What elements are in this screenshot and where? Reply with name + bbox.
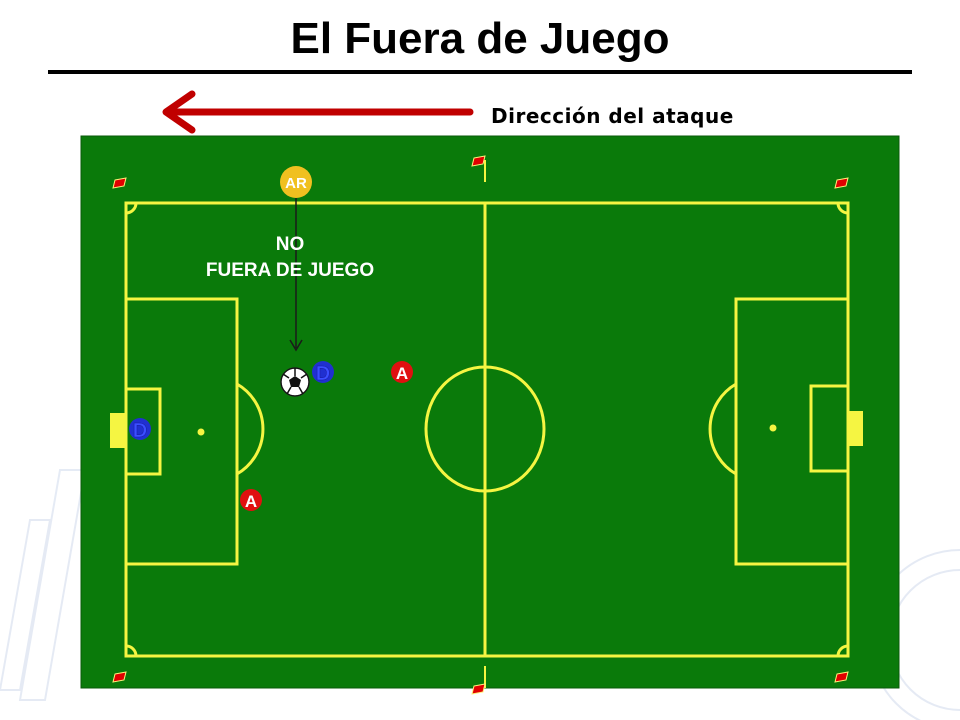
pitch-markings bbox=[124, 160, 850, 688]
attacker-token: A bbox=[391, 361, 413, 383]
arrow-left-icon bbox=[162, 90, 474, 134]
attacker-token: A bbox=[240, 489, 262, 511]
assistant-referee: AR bbox=[280, 166, 312, 198]
offside-verdict: NO FUERA DE JUEGO bbox=[175, 232, 405, 284]
left-penalty-spot bbox=[197, 428, 205, 436]
defender-token: D bbox=[129, 418, 151, 442]
corner-flag-icon bbox=[112, 155, 849, 695]
soccer-ball-icon bbox=[280, 367, 310, 397]
verdict-line-1: NO bbox=[275, 234, 305, 255]
defender-label: D bbox=[133, 420, 147, 442]
page-title: El Fuera de Juego bbox=[290, 14, 670, 63]
left-goal bbox=[110, 413, 126, 448]
pitch bbox=[80, 135, 900, 689]
right-penalty-spot bbox=[769, 424, 777, 432]
attacker-label: A bbox=[245, 492, 257, 511]
title-underline bbox=[48, 70, 912, 74]
centre-circle bbox=[424, 365, 546, 493]
left-penalty-arc bbox=[236, 382, 265, 476]
right-penalty-arc bbox=[708, 382, 737, 476]
defender-token: D bbox=[312, 361, 334, 385]
attacker-label: A bbox=[396, 364, 408, 383]
defender-label: D bbox=[316, 363, 330, 385]
attack-direction-label: Dirección del ataque bbox=[491, 104, 734, 128]
right-goal bbox=[848, 411, 863, 446]
assistant-referee-label: AR bbox=[285, 175, 307, 192]
verdict-line-2: FUERA DE JUEGO bbox=[205, 260, 375, 281]
